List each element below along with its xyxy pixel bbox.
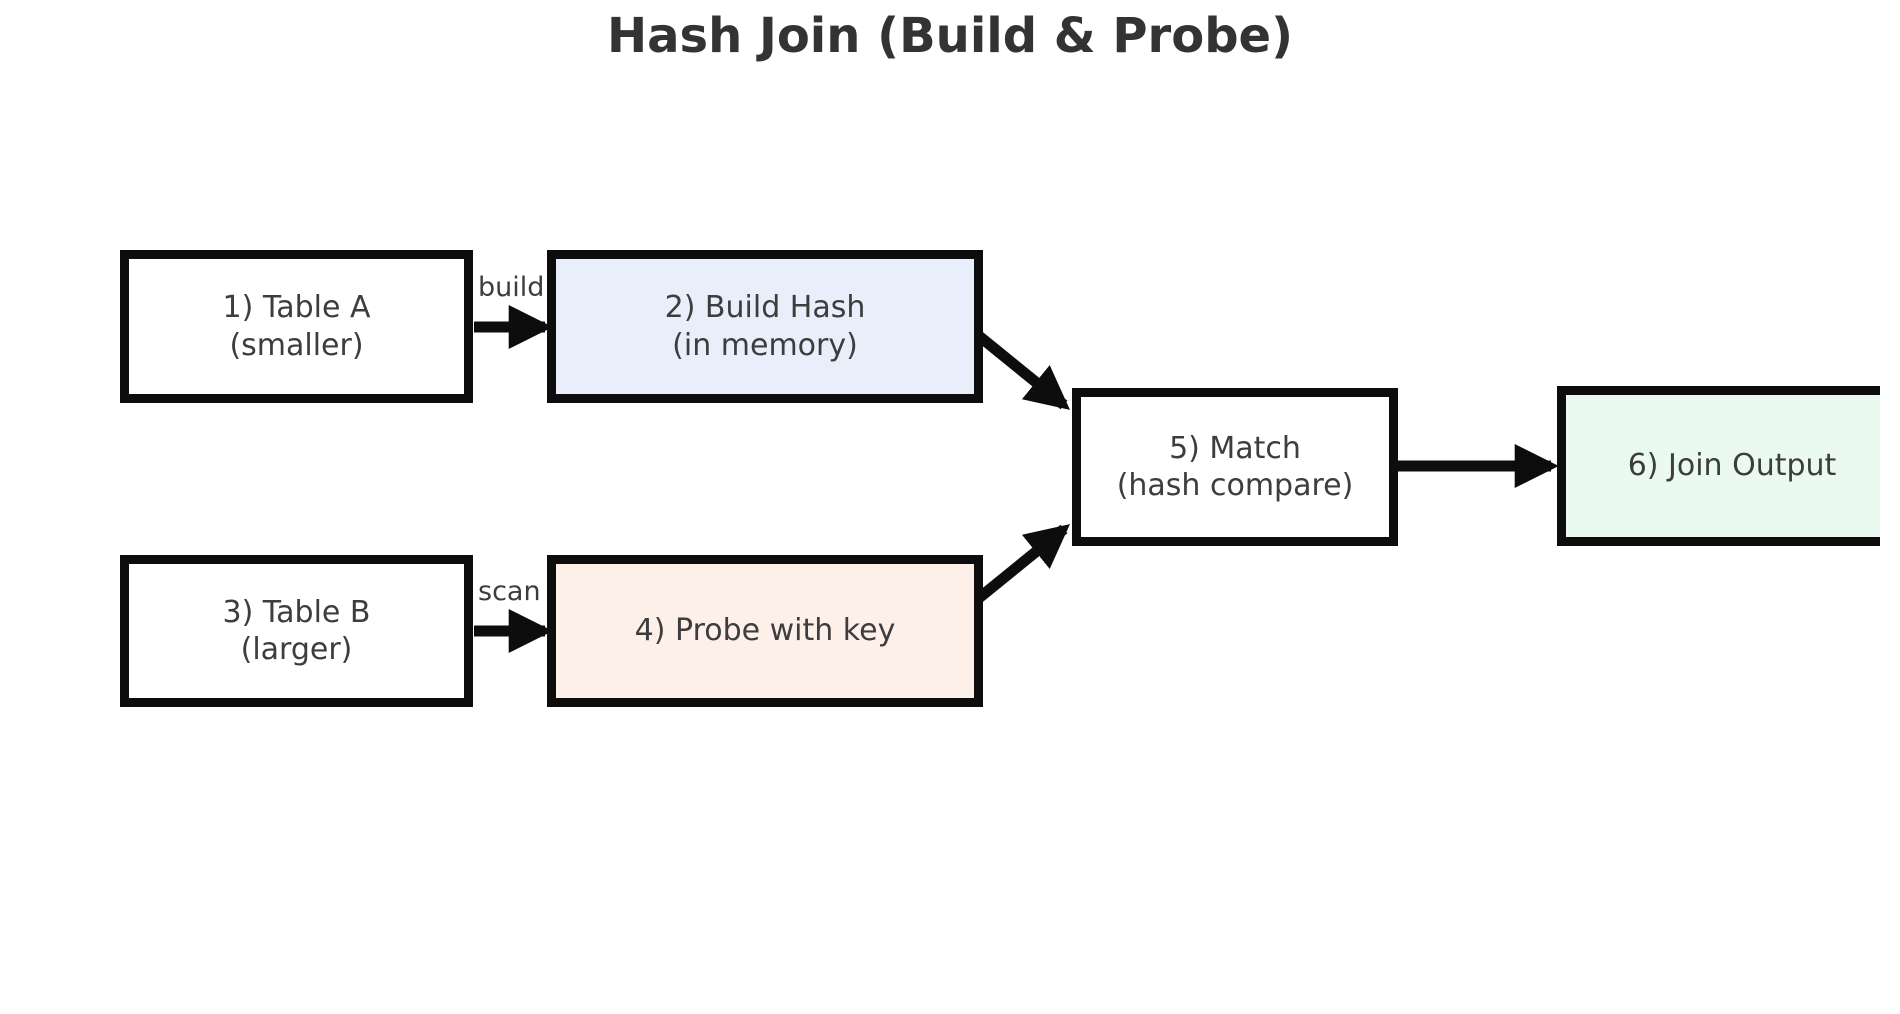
- edge-label-build: build: [478, 272, 545, 303]
- node-probe: 4) Probe with key: [547, 555, 983, 707]
- node-build-hash: 2) Build Hash (in memory): [547, 250, 983, 403]
- node-match-sublabel: (hash compare): [1116, 468, 1354, 503]
- node-match-label: 5) Match: [1169, 430, 1301, 466]
- node-build-hash-sublabel: (in memory): [672, 327, 858, 363]
- node-match: 5) Match (hash compare): [1072, 388, 1398, 546]
- node-table-a: 1) Table A (smaller): [120, 250, 473, 403]
- edge-label-scan: scan: [478, 576, 541, 607]
- node-table-b-sublabel: (larger): [240, 632, 353, 667]
- node-build-hash-label: 2) Build Hash: [664, 290, 866, 325]
- node-probe-label: 4) Probe with key: [634, 613, 896, 649]
- node-join-output-label: 6) Join Output: [1627, 448, 1837, 484]
- diagram-title: Hash Join (Build & Probe): [606, 8, 1294, 64]
- node-table-a-sublabel: (smaller): [229, 327, 364, 363]
- node-table-a-label: 1) Table A: [222, 290, 371, 325]
- node-join-output: 6) Join Output: [1557, 386, 1880, 546]
- node-table-b-label: 3) Table B: [222, 594, 371, 630]
- node-table-b: 3) Table B (larger): [120, 555, 473, 707]
